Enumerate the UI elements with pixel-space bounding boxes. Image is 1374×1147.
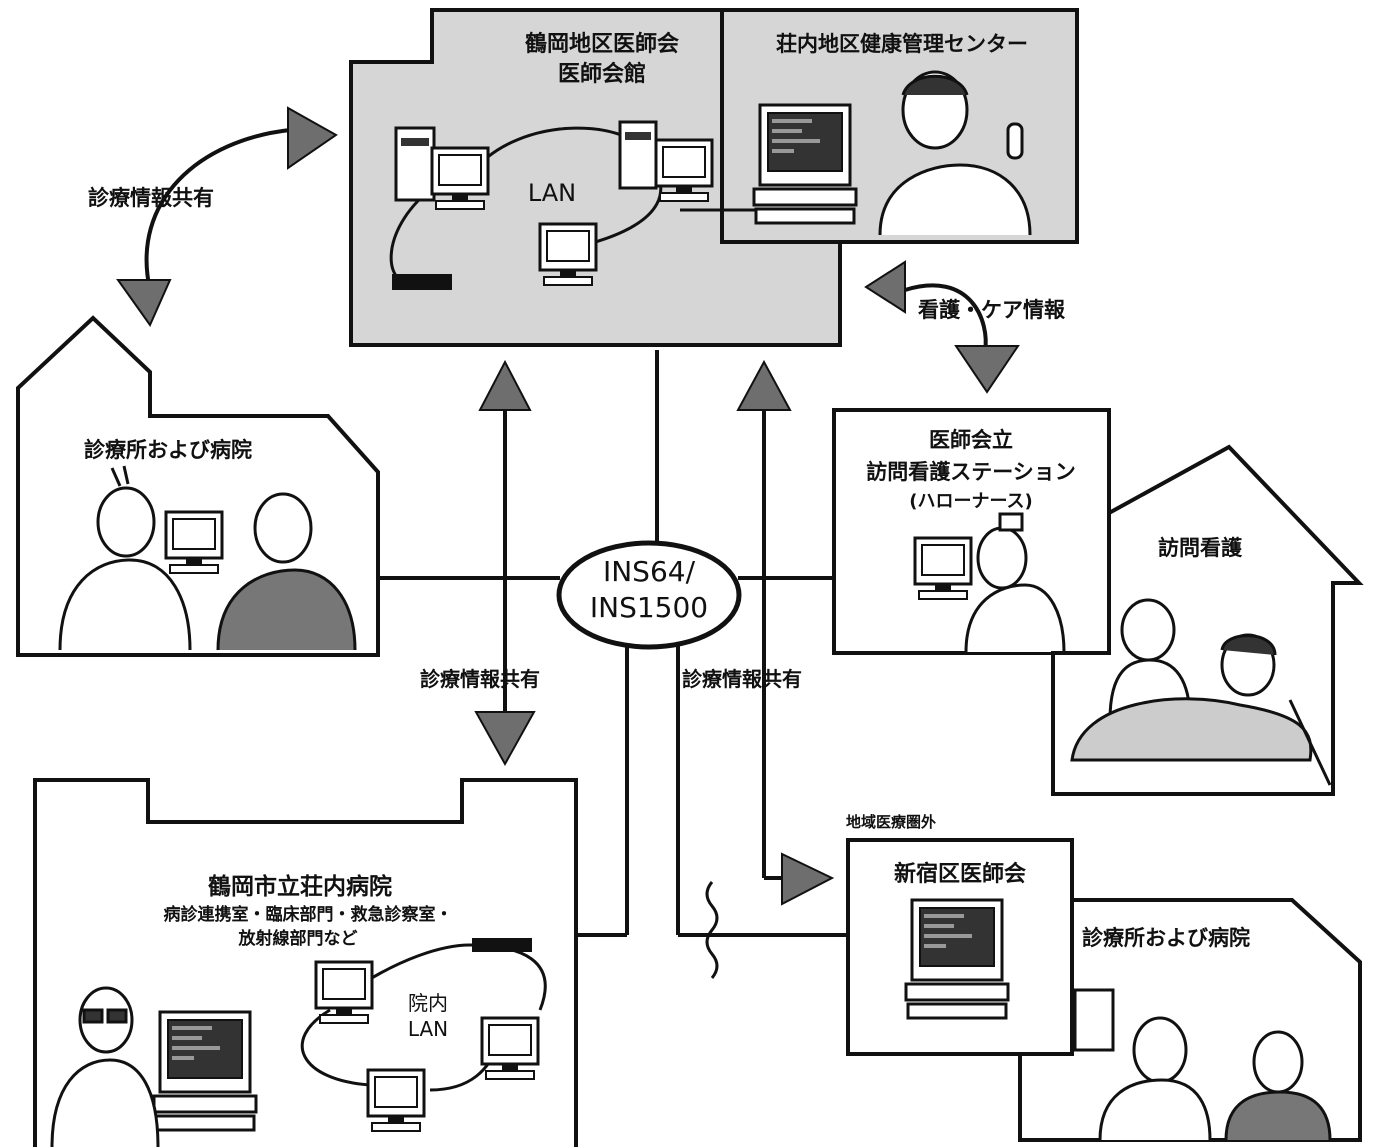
care-info-label: 看護・ケア情報 — [918, 298, 1065, 322]
hospital-lan-label-1: 院内 — [408, 991, 448, 1015]
assoc-hall-panel — [349, 8, 842, 347]
station-title-3: (ハローナース) — [909, 491, 1033, 512]
share-label-center-right: 診療情報共有 — [682, 667, 802, 691]
lan-label: LAN — [527, 179, 577, 207]
workstation-icon — [752, 103, 858, 225]
arrows — [116, 106, 1020, 906]
hospital-lan-loop — [300, 943, 547, 1092]
clinic-left-title: 診療所および病院 — [84, 438, 252, 462]
doctor-figure-hospital — [50, 986, 160, 1147]
home-visit-title: 訪問看護 — [1158, 536, 1242, 560]
network-label-2: INS1500 — [589, 591, 709, 624]
network-label-1: INS64/ — [602, 555, 696, 588]
computer-icon-right — [1073, 988, 1115, 1052]
connection-lines — [378, 350, 848, 979]
doctor-figure-left — [58, 465, 192, 651]
health-center-title: 荘内地区健康管理センター — [776, 32, 1028, 56]
assoc-hall-title-1: 鶴岡地区医師会 — [524, 32, 679, 57]
out-of-area-label: 地域医療圏外 — [846, 813, 937, 831]
lan-loop — [389, 126, 757, 287]
station-title-1: 医師会立 — [929, 428, 1013, 452]
patient-figure-left — [216, 492, 357, 651]
hospital-lan-label-2: LAN — [407, 1017, 449, 1041]
assoc-hall-title-2: 医師会館 — [557, 62, 646, 87]
station-panel — [832, 408, 1111, 655]
shinjuku-workstation-icon — [904, 898, 1010, 1020]
router-icon — [392, 274, 452, 290]
hospital-workstation-icon — [152, 1010, 258, 1132]
station-title-2: 訪問看護ステーション — [866, 460, 1076, 484]
patient-figure-right — [1224, 1030, 1332, 1141]
hospital-title: 鶴岡市立荘内病院 — [208, 874, 392, 900]
doctor-figure — [878, 70, 1032, 236]
server-pc-icon — [618, 120, 714, 203]
bed-scene — [1070, 598, 1332, 786]
network-ellipse — [556, 540, 742, 650]
hospital-subtitle-1: 病診連携室・臨床部門・救急診察室・ — [163, 905, 453, 925]
share-label-left: 診療情報共有 — [88, 186, 214, 210]
hospital-router-icon — [472, 938, 532, 952]
tower-pc-icon — [394, 126, 490, 211]
nurse-figure — [964, 512, 1066, 653]
clinic-right-title: 診療所および病院 — [1082, 926, 1250, 950]
doctor-figure-right — [1098, 1016, 1212, 1141]
share-label-center-left: 診療情報共有 — [420, 667, 540, 691]
hospital-subtitle-2: 放射線部門など — [238, 929, 358, 949]
shinjuku-title: 新宿区医師会 — [893, 862, 1026, 887]
